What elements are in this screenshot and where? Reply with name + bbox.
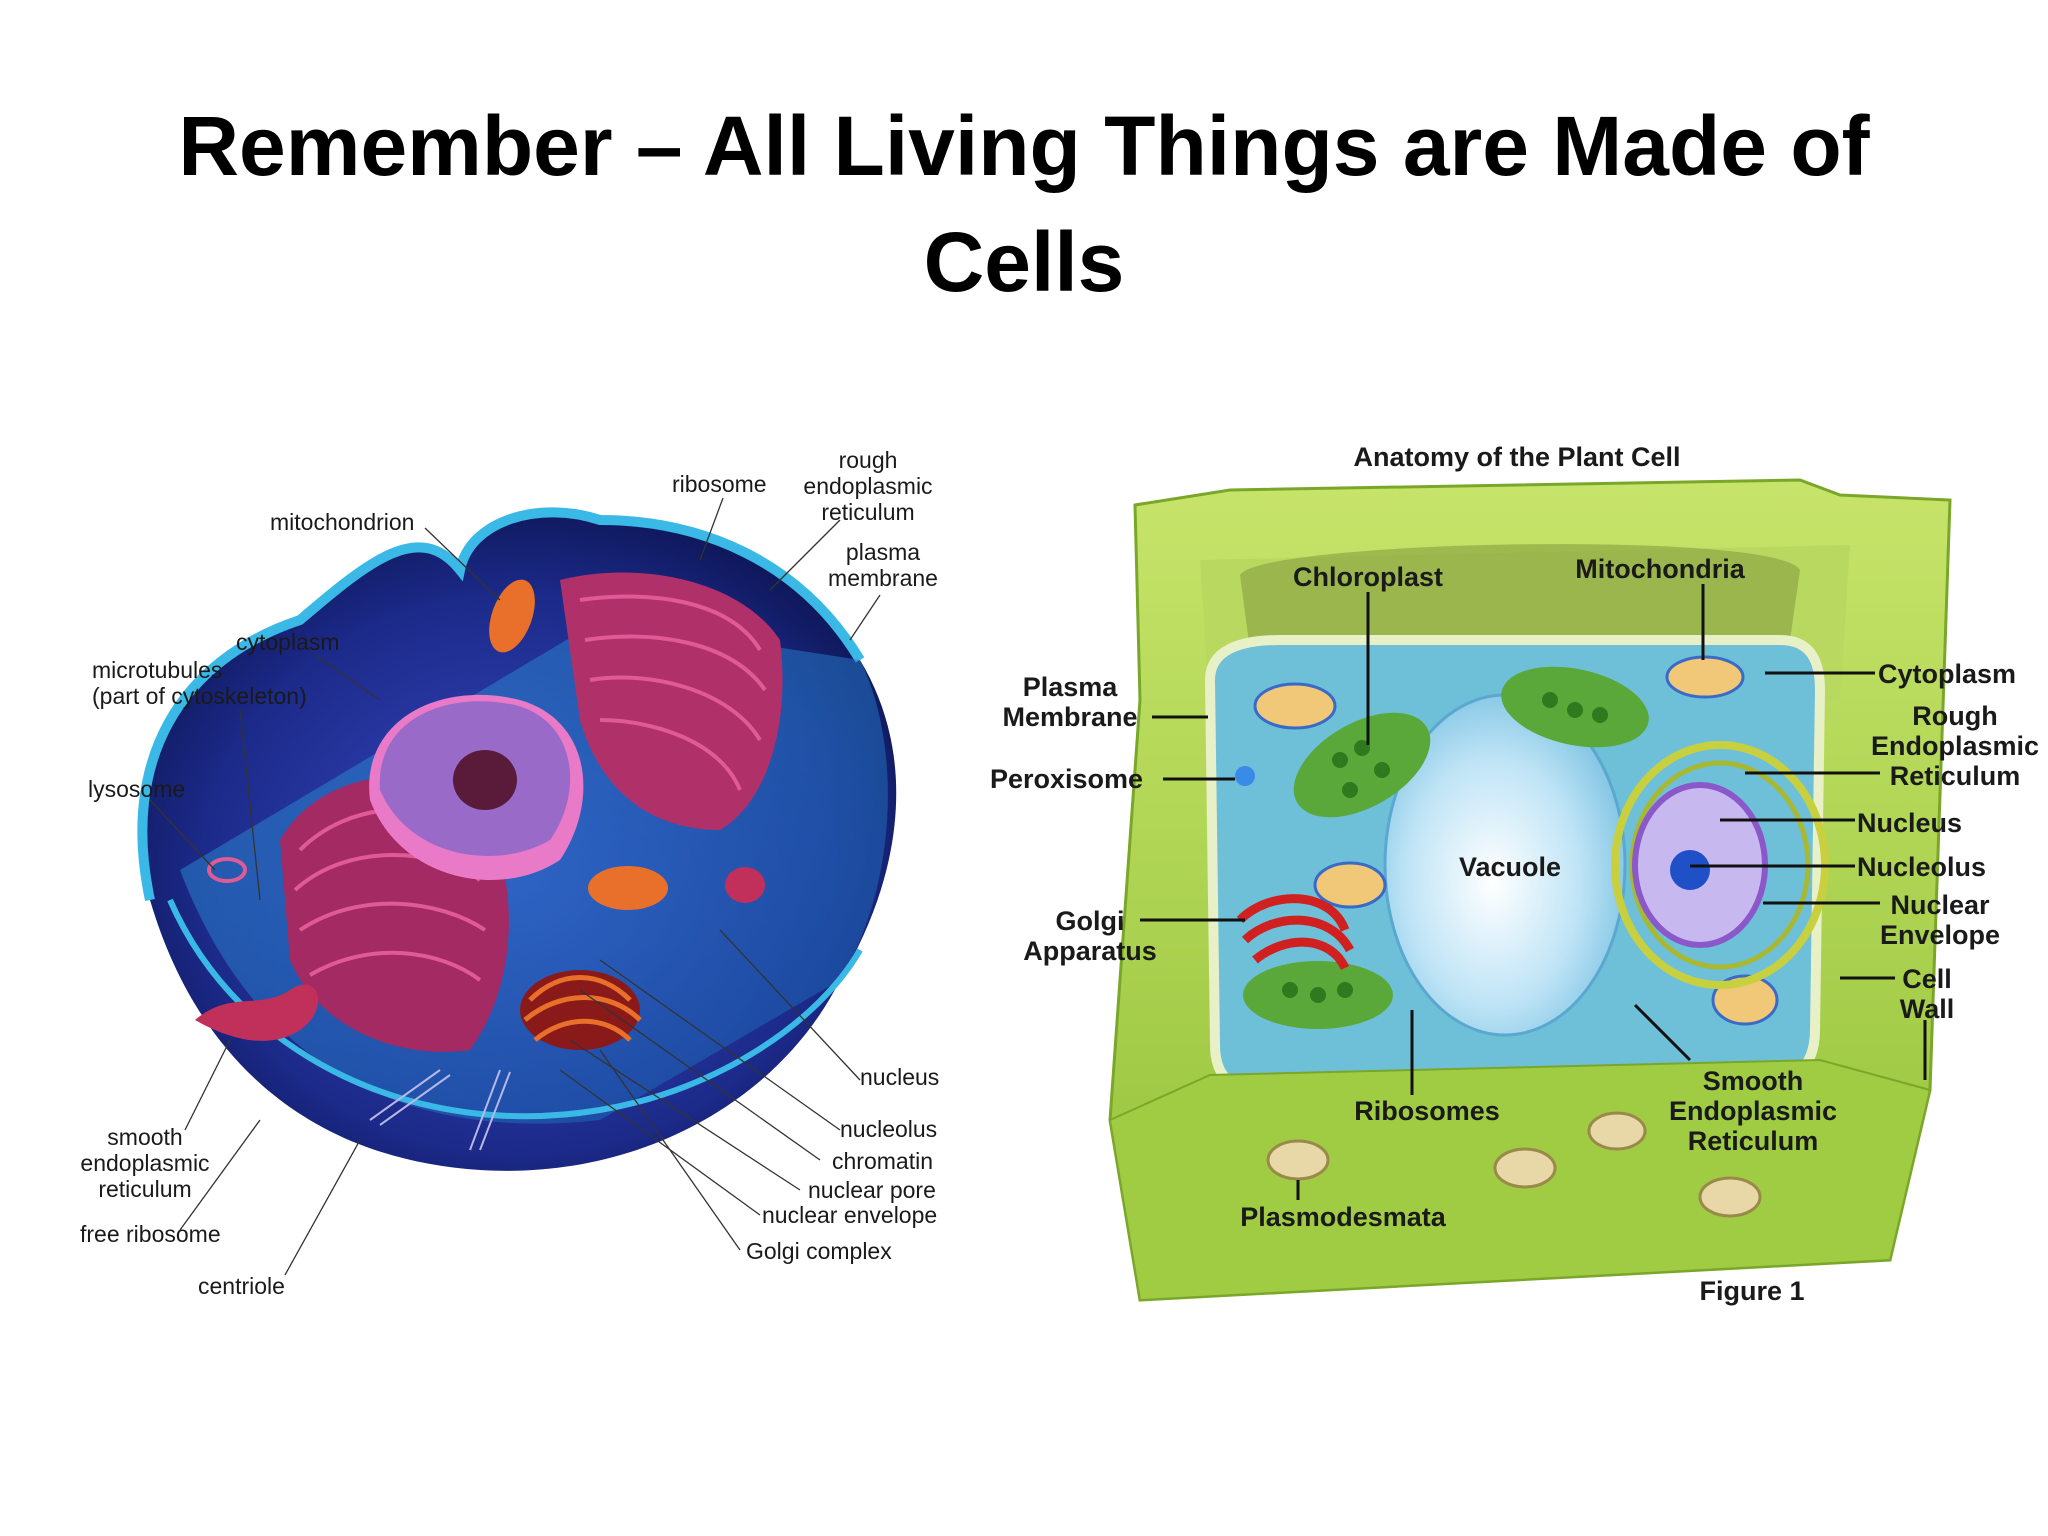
label-nucleus: Nucleus	[1857, 808, 1962, 838]
animal-mitochondrion-1	[489, 579, 535, 653]
label-ribosome: ribosome	[672, 471, 767, 497]
label-nucleolus: nucleolus	[840, 1116, 937, 1142]
label-smooth-er-2: Endoplasmic	[1669, 1096, 1837, 1126]
plant-chloroplast-1	[1293, 712, 1431, 818]
label-golgi-1: Golgi	[1056, 906, 1125, 936]
plant-diagram-title: Anatomy of the Plant Cell	[1353, 442, 1680, 472]
animal-cell-diagram	[137, 507, 897, 1171]
label-rough-er-1: Rough	[1912, 701, 1997, 731]
label-mitochondrion: mitochondrion	[270, 509, 414, 535]
plant-plasmodesmata	[1266, 1111, 1762, 1218]
label-rough-er-2: endoplasmic	[803, 473, 932, 499]
label-nuclear-envelope-2: Envelope	[1880, 920, 2000, 950]
label-rough-er-1: rough	[839, 447, 898, 473]
label-nucleus: nucleus	[860, 1064, 939, 1090]
animal-leader-lines	[149, 497, 881, 1276]
label-free-ribosome: free ribosome	[80, 1221, 221, 1247]
label-plasma-membrane-1: Plasma	[1023, 672, 1119, 702]
label-centriole: centriole	[198, 1273, 285, 1299]
label-vacuole: Vacuole	[1459, 852, 1561, 882]
slide-title-line-2: Cells	[923, 215, 1125, 309]
animal-lysosome	[207, 857, 247, 883]
label-rough-er-3: Reticulum	[1890, 761, 2021, 791]
plant-labels: Chloroplast Mitochondria Plasma Membrane…	[990, 554, 2039, 1306]
plant-figure-caption: Figure 1	[1699, 1276, 1804, 1306]
label-smooth-er-3: Reticulum	[1688, 1126, 1819, 1156]
label-nucleolus: Nucleolus	[1857, 852, 1986, 882]
animal-lysosome-2	[725, 867, 765, 903]
label-cytoplasm: cytoplasm	[236, 629, 340, 655]
animal-labels: ribosome rough endoplasmic reticulum mit…	[80, 447, 939, 1299]
plant-peroxisome	[1235, 766, 1255, 786]
plant-cell-diagram	[1108, 478, 1952, 1302]
animal-mitochondrion-2	[588, 866, 668, 910]
plant-chloroplast-2	[1501, 666, 1649, 748]
plant-leader-lines	[1140, 584, 1927, 1200]
label-nuclear-envelope-1: Nuclear	[1890, 890, 1990, 920]
label-rough-er-2: Endoplasmic	[1871, 731, 2039, 761]
label-smooth-er-3: reticulum	[98, 1176, 191, 1202]
slide-title-line-1: Remember – All Living Things are Made of	[178, 99, 1870, 193]
label-golgi-complex: Golgi complex	[746, 1238, 892, 1264]
animal-plasma-membrane	[137, 507, 865, 902]
label-peroxisome: Peroxisome	[990, 764, 1143, 794]
label-cell-wall-2: Wall	[1900, 994, 1955, 1024]
label-golgi-2: Apparatus	[1023, 936, 1157, 966]
animal-rough-er	[560, 572, 783, 830]
label-cell-wall-1: Cell	[1902, 964, 1952, 994]
label-microtubules-1: microtubules	[92, 657, 222, 683]
label-chromatin: chromatin	[832, 1148, 933, 1174]
label-plasma-membrane-2: Membrane	[1002, 702, 1137, 732]
plant-golgi	[1236, 894, 1354, 971]
animal-smooth-er	[195, 984, 319, 1041]
animal-nucleolus	[453, 750, 517, 810]
label-microtubules-2: (part of cytoskeleton)	[92, 683, 307, 709]
label-smooth-er-1: Smooth	[1703, 1066, 1804, 1096]
label-nuclear-pore: nuclear pore	[808, 1177, 936, 1203]
plant-mitochondrion-1	[1253, 682, 1337, 730]
label-plasmodesmata: Plasmodesmata	[1240, 1202, 1447, 1232]
slide-title: Remember – All Living Things are Made of…	[0, 88, 2048, 320]
plant-mitochondrion-3	[1313, 861, 1387, 909]
label-lysosome: lysosome	[88, 776, 185, 802]
label-smooth-er-1: smooth	[107, 1124, 182, 1150]
label-ribosomes: Ribosomes	[1354, 1096, 1500, 1126]
label-mitochondria: Mitochondria	[1575, 554, 1745, 584]
plant-back-shadow	[1240, 544, 1800, 650]
animal-microtubules	[369, 1069, 511, 1151]
label-plasma-membrane-2: membrane	[828, 565, 938, 591]
label-chloroplast: Chloroplast	[1293, 562, 1443, 592]
plant-nucleolus	[1670, 850, 1710, 890]
plant-chloroplast-3	[1243, 961, 1393, 1029]
label-nuclear-envelope: nuclear envelope	[762, 1202, 937, 1228]
label-smooth-er-2: endoplasmic	[80, 1150, 209, 1176]
label-rough-er-3: reticulum	[821, 499, 914, 525]
label-plasma-membrane-1: plasma	[846, 539, 920, 565]
animal-nucleus	[369, 694, 584, 880]
animal-golgi	[520, 970, 642, 1050]
label-cytoplasm: Cytoplasm	[1878, 659, 2016, 689]
plant-mitochondrion-2	[1665, 655, 1745, 699]
